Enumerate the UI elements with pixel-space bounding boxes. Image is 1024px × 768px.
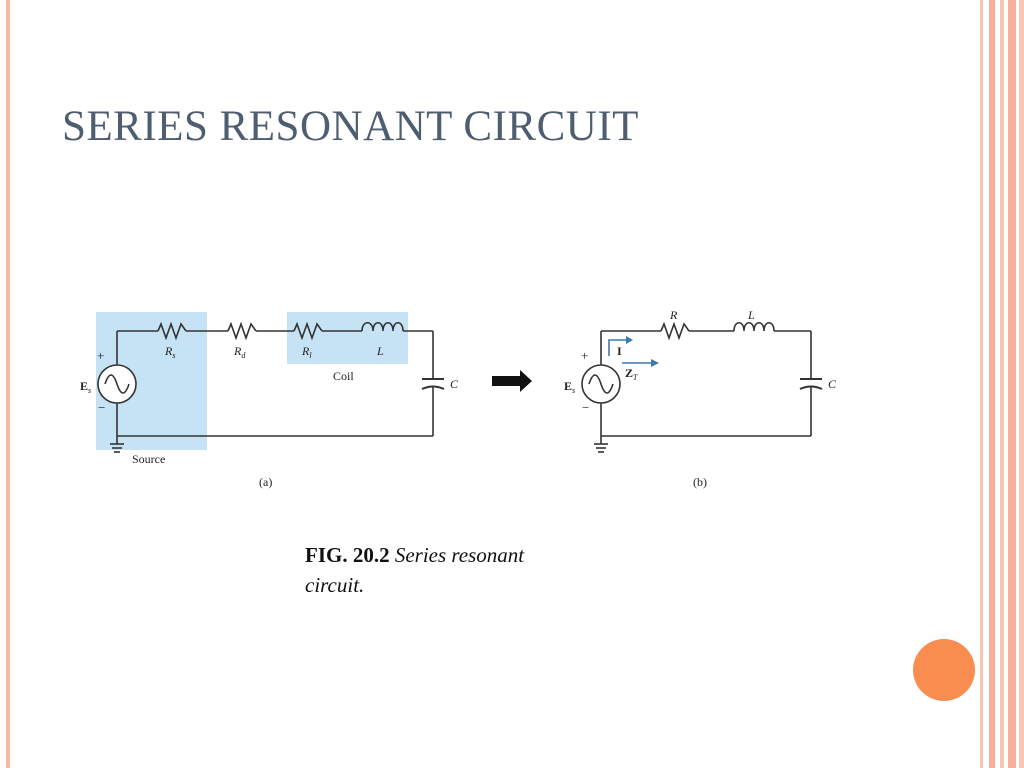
- c-label-a: C: [450, 377, 459, 391]
- right-decorative-stripes: [980, 0, 1024, 768]
- minus-sign-b: −: [582, 400, 589, 415]
- r-label: R: [669, 308, 678, 322]
- c-label-b: C: [828, 377, 837, 391]
- rs-sub: s: [172, 351, 175, 360]
- capacitor-c-plate-bottom-b: [799, 385, 823, 390]
- svg-text:ZT: ZT: [625, 366, 638, 382]
- rd-sub: d: [241, 351, 246, 360]
- svg-text:Rl: Rl: [301, 344, 312, 360]
- inductor-l-b: [733, 321, 775, 332]
- capacitor-c-plate-bottom: [421, 385, 445, 390]
- svg-text:Rd: Rd: [233, 344, 246, 360]
- source-voltage-label-b: E: [564, 379, 572, 393]
- orange-circle-decoration: [913, 639, 975, 701]
- l-label-a: L: [376, 344, 384, 358]
- svg-text:Rs: Rs: [164, 344, 175, 360]
- coil-label: Coil: [333, 369, 354, 383]
- resistor-rl: [293, 321, 323, 341]
- svg-text:Es: Es: [80, 379, 91, 395]
- minus-sign-a: −: [98, 400, 105, 415]
- resistor-rs: [157, 321, 187, 341]
- coil-highlight: [287, 312, 408, 364]
- caption-text: Series resonant circuit.: [305, 543, 525, 597]
- rs-label: R: [164, 344, 173, 358]
- left-border: [6, 0, 10, 768]
- panel-label-a: (a): [259, 475, 272, 489]
- source-voltage-sub-a: s: [88, 386, 91, 395]
- source-voltage-sub-b: s: [572, 386, 575, 395]
- panel-label-b: (b): [693, 475, 707, 489]
- impedance-sub: T: [633, 373, 638, 382]
- rl-label: R: [301, 344, 310, 358]
- plus-sign-a: +: [97, 348, 104, 363]
- source-voltage-label-a: E: [80, 379, 88, 393]
- rl-sub: l: [309, 351, 312, 360]
- caption-label: FIG. 20.2: [305, 543, 390, 567]
- slide-title: SERIES RESONANT CIRCUIT: [62, 103, 639, 150]
- resistor-r: [660, 321, 690, 341]
- resistor-rd: [227, 321, 257, 341]
- rd-label: R: [233, 344, 242, 358]
- plus-sign-b: +: [581, 348, 588, 363]
- figure-caption: FIG. 20.2 Series resonant circuit.: [305, 540, 525, 600]
- current-arrow-icon: [608, 339, 626, 356]
- current-label: I: [617, 344, 622, 358]
- impedance-label: Z: [625, 366, 633, 380]
- l-label-b: L: [747, 308, 755, 322]
- svg-text:Es: Es: [564, 379, 575, 395]
- inductor-l: [361, 321, 404, 332]
- figure-b: + − Es R L C I ZT (b): [564, 308, 837, 489]
- source-label: Source: [132, 452, 165, 466]
- figure-a: + − Es Rs Rd Rl L C Coil Source (a): [80, 312, 459, 489]
- transform-arrow-icon: [492, 370, 532, 392]
